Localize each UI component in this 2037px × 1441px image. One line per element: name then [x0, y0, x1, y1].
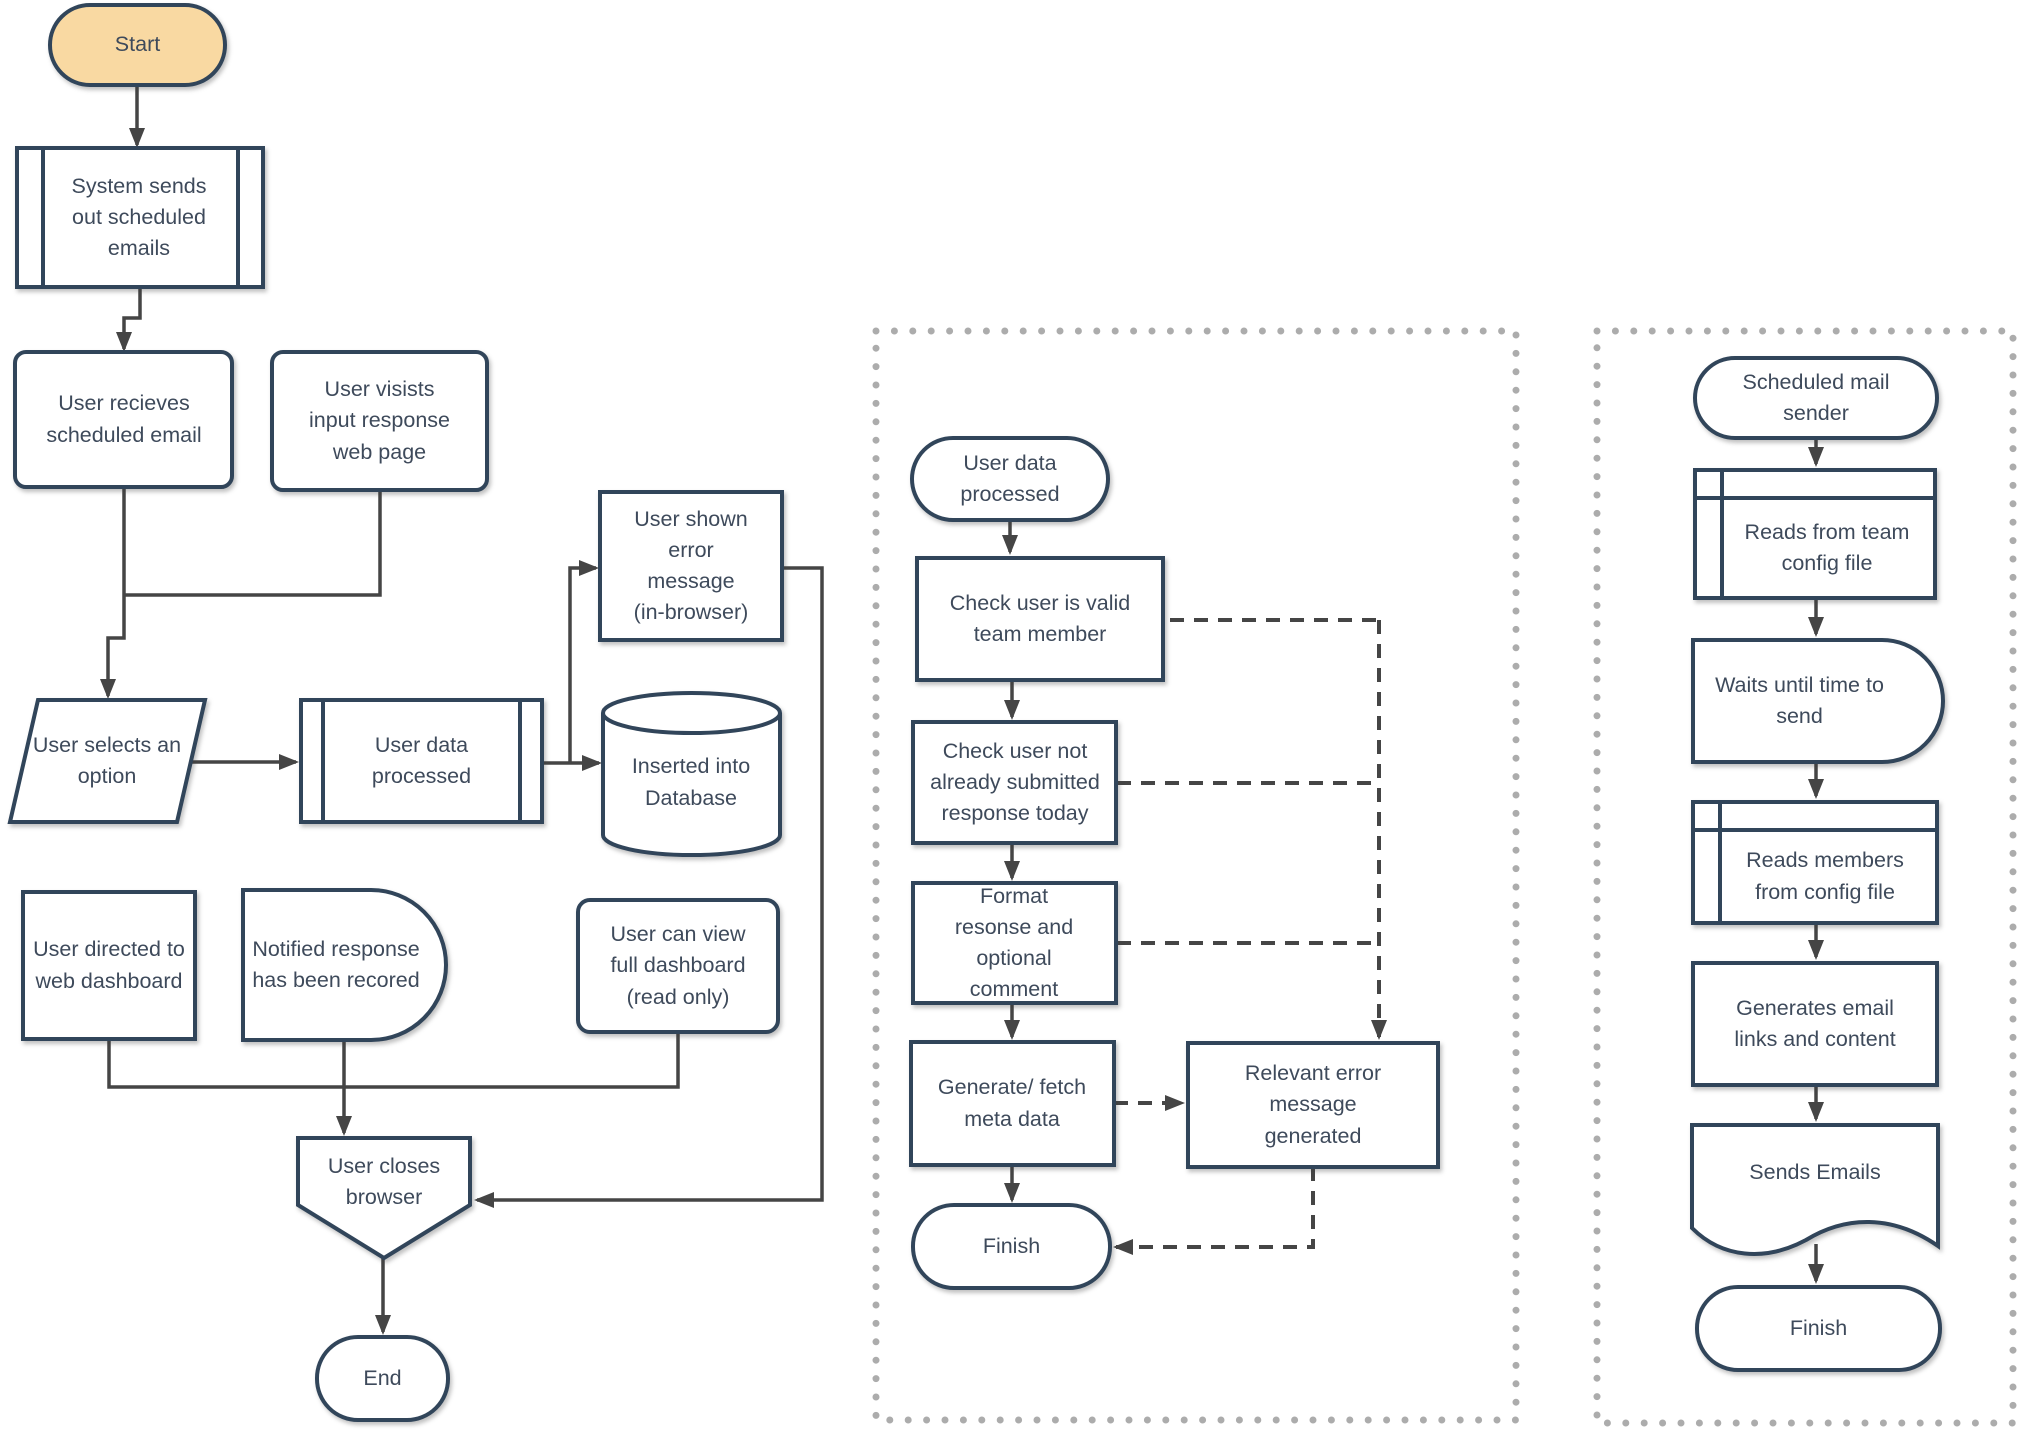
generates-links-label[interactable]: Generates email links and content	[1734, 995, 1896, 1051]
connector-error-to-closes	[474, 566, 824, 1208]
check-not-submitted-shape[interactable]	[911, 720, 1118, 845]
error-message-shape[interactable]	[1186, 1041, 1440, 1169]
check-valid-label[interactable]: Check user is valid team member	[949, 590, 1131, 646]
subprocess-finish-terminator-shape[interactable]	[911, 1203, 1112, 1290]
user-receives-shape[interactable]	[13, 350, 234, 489]
error-dashed-connectors	[1113, 618, 1387, 1255]
system-sends-predefined-shape[interactable]	[15, 146, 265, 289]
mail-sender-terminator-shape[interactable]	[1693, 356, 1939, 440]
connector-system-to-receives	[116, 287, 142, 352]
subprocess-entry-terminator-shape[interactable]	[910, 436, 1110, 522]
generate-meta-shape[interactable]	[909, 1040, 1116, 1167]
user-directed-shape[interactable]	[21, 890, 197, 1041]
user-data-processed-label[interactable]: User data processed	[371, 732, 472, 788]
user-data-processed-side-bars	[321, 700, 522, 822]
notified-label[interactable]: Notified response has been recored	[252, 936, 420, 992]
mail-sender-label[interactable]: Scheduled mail sender	[1742, 369, 1890, 425]
user-closes-label[interactable]: User closes browser	[327, 1153, 441, 1209]
connector-visits-merge	[124, 490, 382, 597]
connector-directed-merge	[107, 1039, 344, 1089]
sends-emails-document-shape[interactable]	[1690, 1123, 1940, 1256]
waits-delay-shape[interactable]	[1691, 638, 1945, 764]
notified-delay-shape[interactable]	[241, 888, 448, 1042]
mail-finish-label[interactable]: Finish	[1789, 1315, 1848, 1340]
reads-members-config-dividers	[1693, 802, 1937, 923]
check-valid-shape[interactable]	[915, 556, 1165, 682]
user-closes-offpage-shape[interactable]	[296, 1136, 472, 1261]
user-selects-label[interactable]: User selects an option	[32, 732, 182, 788]
user-data-processed-predefined-shape[interactable]	[299, 698, 544, 824]
mail-sender-subprocess-shapes	[1690, 356, 1945, 1372]
inserted-database-cylinder-rim	[601, 712, 782, 735]
dashed-error-to-finish	[1113, 1167, 1315, 1255]
user-receives-label[interactable]: User recieves scheduled email	[46, 391, 202, 447]
system-sends-side-bars	[41, 148, 240, 287]
reads-team-config-label[interactable]: Reads from team config file	[1744, 519, 1910, 575]
end-label[interactable]: End	[363, 1365, 402, 1390]
inserted-database-cylinder-shape[interactable]	[601, 691, 782, 857]
end-terminator-shape[interactable]	[315, 1335, 450, 1422]
user-data-subprocess-shapes	[909, 436, 1440, 1290]
user-data-subprocess-connectors	[1002, 520, 1020, 1203]
reads-team-config-shape[interactable]	[1693, 468, 1937, 600]
start-terminator-shape[interactable]	[48, 3, 227, 87]
user-shown-error-shape[interactable]	[598, 490, 784, 642]
subprocess-entry-label[interactable]: User data processed	[960, 450, 1060, 506]
error-message-label[interactable]: Relevant error message generated	[1244, 1061, 1382, 1148]
start-label[interactable]: Start	[114, 32, 161, 57]
sends-emails-label[interactable]: Sends Emails	[1749, 1159, 1881, 1184]
reads-members-config-shape[interactable]	[1691, 800, 1939, 925]
view-dashboard-shape[interactable]	[576, 898, 780, 1034]
generates-links-shape[interactable]	[1691, 961, 1939, 1087]
user-shown-error-label[interactable]: User shown error message (in-browser)	[633, 506, 749, 625]
format-response-label[interactable]: Format resonse and optional comment	[954, 883, 1074, 1002]
main-flow-shapes	[7, 3, 784, 1422]
user-selects-parallelogram-shape[interactable]	[7, 698, 208, 824]
user-visits-shape[interactable]	[270, 350, 489, 492]
view-dashboard-label[interactable]: User can view full dashboard (read only)	[610, 922, 746, 1009]
connector-processed-to-error	[568, 560, 599, 763]
mail-finish-terminator-shape[interactable]	[1695, 1285, 1942, 1372]
main-flow-connectors	[100, 85, 824, 1335]
system-sends-label[interactable]: System sends out scheduled emails	[71, 173, 207, 261]
subprocess-finish-label[interactable]: Finish	[982, 1233, 1041, 1258]
user-visits-label[interactable]: User visists input response web page	[308, 377, 451, 464]
inserted-database-label[interactable]: Inserted into Database	[631, 754, 751, 810]
waits-until-time-label[interactable]: Waits until time to send	[1715, 672, 1884, 728]
generate-meta-label[interactable]: Generate/ fetch meta data	[937, 1075, 1087, 1131]
format-response-shape[interactable]	[911, 881, 1118, 1005]
connector-receives-to-selects	[100, 487, 126, 699]
user-directed-label[interactable]: User directed to web dashboard	[33, 937, 185, 993]
connector-dashboard-merge	[344, 1032, 680, 1089]
reads-team-config-dividers	[1695, 470, 1935, 598]
check-not-submitted-label[interactable]: Check user not already submitted respons…	[930, 738, 1100, 826]
reads-members-config-label[interactable]: Reads members from config file	[1746, 848, 1904, 904]
